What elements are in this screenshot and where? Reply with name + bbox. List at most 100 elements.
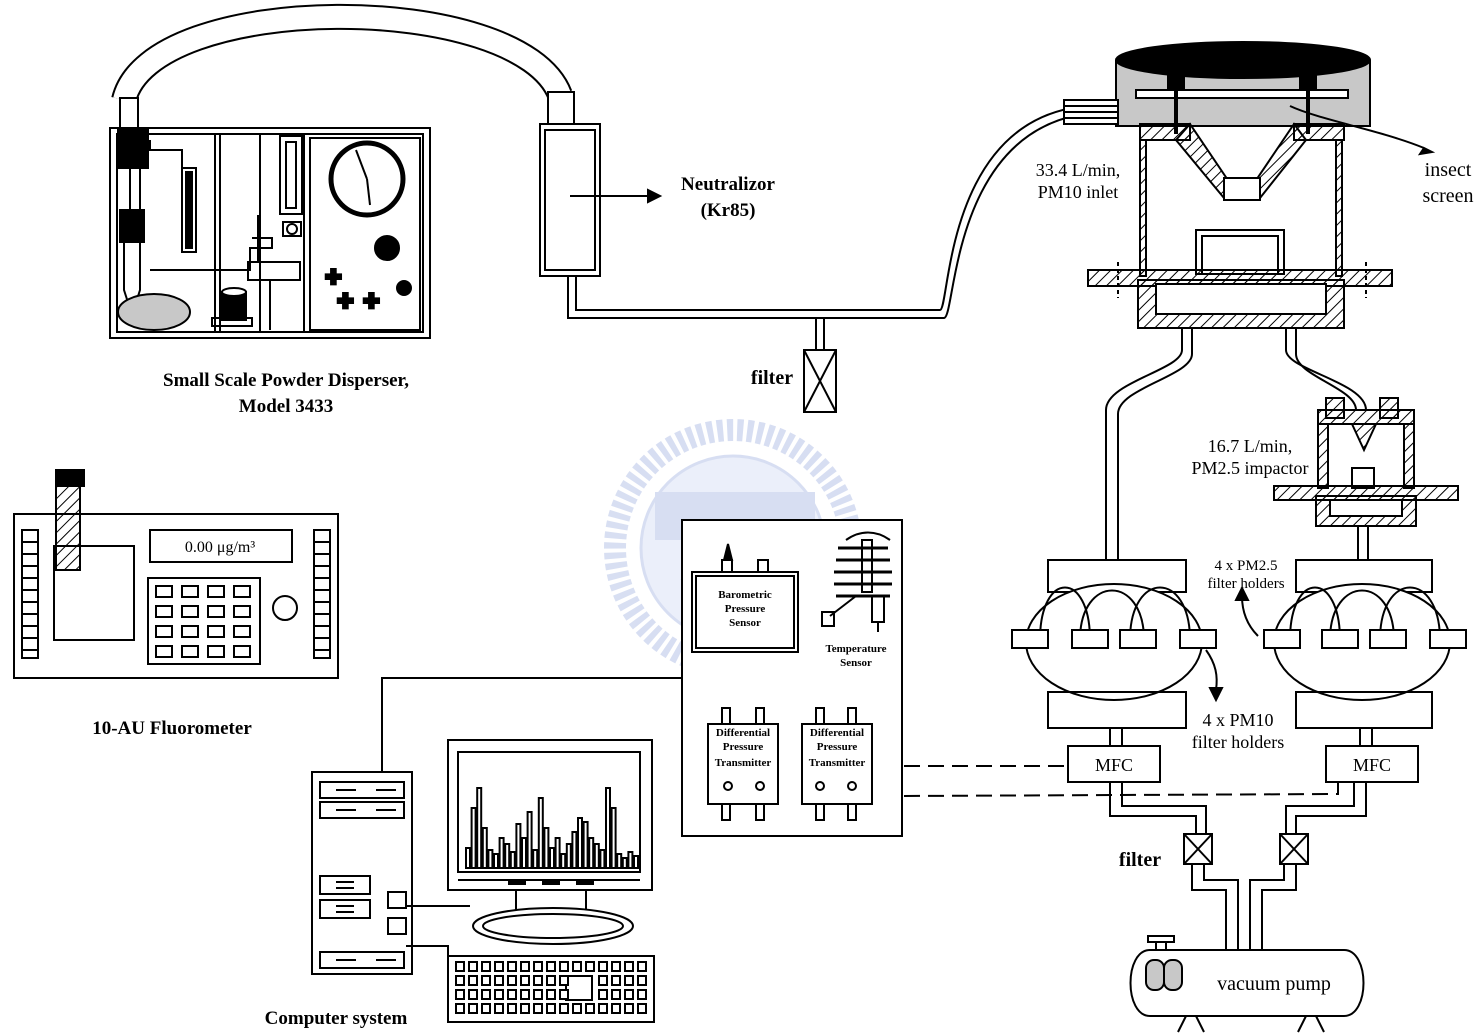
screen-bar [483, 828, 487, 868]
keypad-key [208, 586, 224, 597]
filter-label-lower: filter [1119, 849, 1161, 871]
screen-bar [572, 832, 576, 868]
pm10-inlet [1064, 42, 1432, 328]
keypad-key [208, 626, 224, 637]
keypad-key [182, 646, 198, 657]
keyboard-key [638, 962, 646, 971]
screen-bar [488, 850, 492, 868]
keypad-key [182, 606, 198, 617]
neutralizor [540, 92, 1078, 412]
screen-bar [595, 844, 599, 868]
keyboard-key [560, 1004, 568, 1013]
keyboard-key [469, 990, 477, 999]
screen-bar [617, 854, 621, 868]
screen-bar [477, 788, 481, 868]
keypad-key [182, 626, 198, 637]
screen-bar [505, 844, 509, 868]
fluorometer [14, 470, 338, 678]
keyboard-key [599, 962, 607, 971]
keyboard-key [560, 990, 568, 999]
screen-bar [522, 838, 526, 868]
pm10-holders-label-1: 4 x PM10 [1202, 710, 1273, 730]
keypad-key [234, 606, 250, 617]
disperser-label-2: Model 3433 [239, 396, 333, 417]
pm10-holders-label-2: filter holders [1192, 732, 1284, 752]
keypad-key [182, 586, 198, 597]
screen-bar [539, 798, 543, 868]
keyboard-key [534, 962, 542, 971]
keyboard-key [586, 1004, 594, 1013]
screen-bar [533, 850, 537, 868]
sensor-enclosure [682, 520, 902, 836]
screen-bar [561, 854, 565, 868]
keyboard-key [534, 976, 542, 985]
keyboard-key [625, 976, 633, 985]
pm25-flow-label-1: 16.7 L/min, [1208, 436, 1293, 456]
svg-text:✚: ✚ [337, 291, 354, 313]
svg-text:✚: ✚ [363, 291, 380, 313]
keyboard-key [495, 962, 503, 971]
computer-tower [312, 772, 470, 974]
pm25-holders-label-2: filter holders [1207, 576, 1284, 592]
keypad-key [234, 646, 250, 657]
keyboard-key [495, 990, 503, 999]
screen-bar [511, 852, 515, 868]
pm25-holders-label-1: 4 x PM2.5 [1215, 558, 1278, 574]
dp-right-label-3: Transmitter [809, 757, 866, 769]
keyboard-key [521, 976, 529, 985]
keyboard-key [612, 1004, 620, 1013]
temperature-label-2: Sensor [840, 657, 872, 669]
keyboard-key [495, 976, 503, 985]
keyboard-key [456, 990, 464, 999]
screen-bar [516, 824, 520, 868]
keypad-key [234, 586, 250, 597]
dp-left-label-1: Differential [716, 727, 770, 739]
pm10-filter-manifold [1012, 560, 1216, 782]
keypad-key [208, 646, 224, 657]
keyboard-key [638, 1004, 646, 1013]
keyboard-key [625, 962, 633, 971]
pm10-flow-label-2: PM10 inlet [1038, 182, 1119, 202]
mfc-right: MFC [1353, 755, 1391, 775]
dp-left-label-2: Pressure [723, 741, 764, 753]
disperser-label-1: Small Scale Powder Disperser, [163, 370, 409, 391]
screen-bar [606, 788, 610, 868]
keyboard-key [612, 990, 620, 999]
keyboard-key [469, 976, 477, 985]
keyboard-key [495, 1004, 503, 1013]
computer-label: Computer system [265, 1008, 408, 1029]
keyboard-key [508, 976, 516, 985]
keyboard-key [469, 962, 477, 971]
insect-screen-label-1: insect [1425, 159, 1472, 181]
screen-bar [623, 858, 627, 868]
screen-bar [634, 856, 638, 868]
temperature-label-1: Temperature [825, 643, 886, 655]
insect-screen-label-2: screen [1422, 185, 1473, 207]
dp-left-label-3: Transmitter [715, 757, 772, 769]
vacuum-pump-label: vacuum pump [1217, 973, 1331, 995]
keyboard-key [599, 1004, 607, 1013]
screen-bar [612, 808, 616, 868]
keyboard-key [547, 990, 555, 999]
screen-bar [472, 808, 476, 868]
keyboard-key [534, 990, 542, 999]
tube-disperser-neutralizor [124, 17, 560, 100]
screen-bar [556, 838, 560, 868]
screen-bar [500, 838, 504, 868]
pm25-filter-manifold [1264, 560, 1466, 782]
keypad-key [234, 626, 250, 637]
keyboard-key [534, 1004, 542, 1013]
keyboard-key [638, 990, 646, 999]
keyboard-key [521, 962, 529, 971]
keyboard-key [625, 990, 633, 999]
screen-bar [584, 822, 588, 868]
pm25-impactor [1274, 398, 1458, 560]
keyboard-key [456, 1004, 464, 1013]
svg-text:✚: ✚ [325, 267, 342, 289]
keyboard-key [482, 962, 490, 971]
keyboard-key [482, 1004, 490, 1013]
screen-bar [578, 818, 582, 868]
barometric-label-1: Barometric [718, 589, 772, 601]
keyboard-key [547, 976, 555, 985]
